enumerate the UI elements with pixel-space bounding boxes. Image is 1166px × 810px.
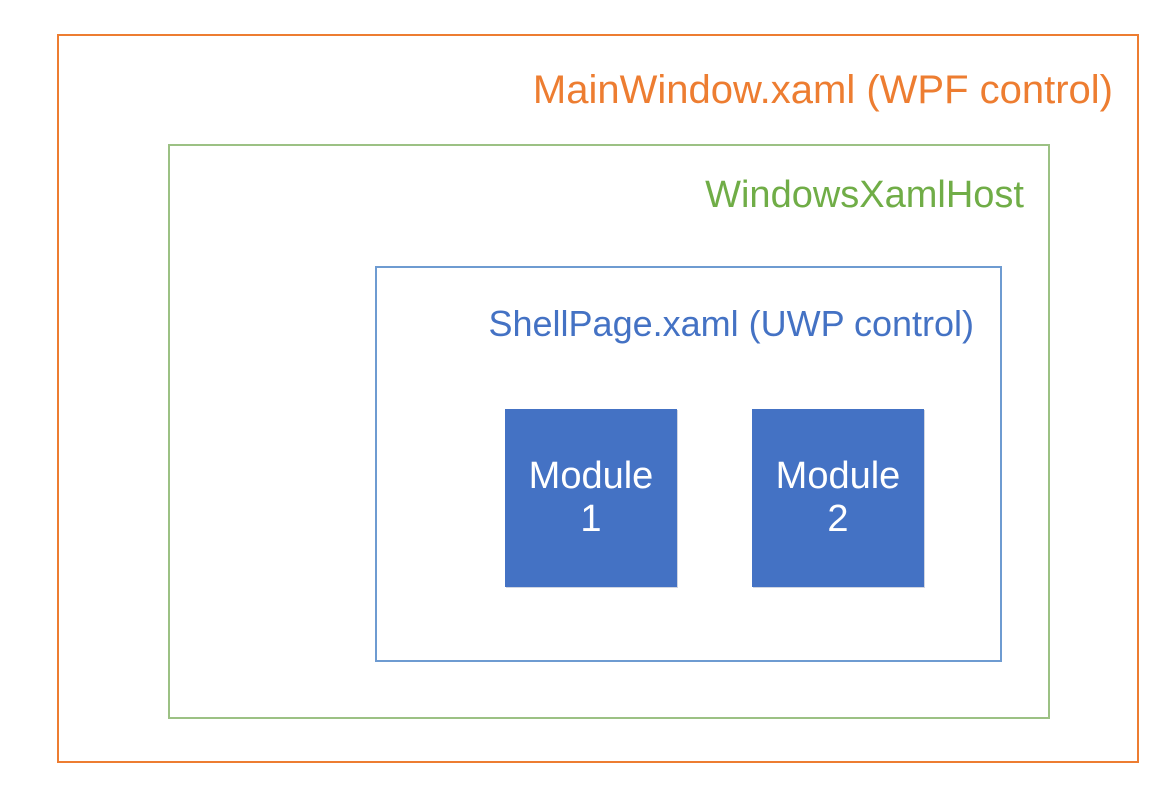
module-box-2-title: Module bbox=[775, 455, 901, 498]
layer-windowsxamlhost-label: WindowsXamlHost bbox=[705, 174, 1024, 216]
layer-windowsxamlhost: WindowsXamlHost ShellPage.xaml (UWP cont… bbox=[168, 144, 1050, 719]
module-box-1: Module 1 bbox=[505, 409, 677, 587]
module-box-2: Module 2 bbox=[752, 409, 924, 587]
layer-shellpage-label: ShellPage.xaml (UWP control) bbox=[488, 303, 974, 344]
layer-mainwindow-label: MainWindow.xaml (WPF control) bbox=[532, 68, 1113, 112]
module-box-1-title: Module bbox=[528, 455, 654, 498]
module-box-2-number: 2 bbox=[827, 498, 849, 540]
modules-row: Module 1 Module 2 bbox=[505, 409, 926, 587]
module-box-1-number: 1 bbox=[580, 498, 602, 540]
layer-shellpage: ShellPage.xaml (UWP control) Module 1 Mo… bbox=[375, 266, 1002, 662]
layer-mainwindow: MainWindow.xaml (WPF control) WindowsXam… bbox=[57, 34, 1139, 763]
